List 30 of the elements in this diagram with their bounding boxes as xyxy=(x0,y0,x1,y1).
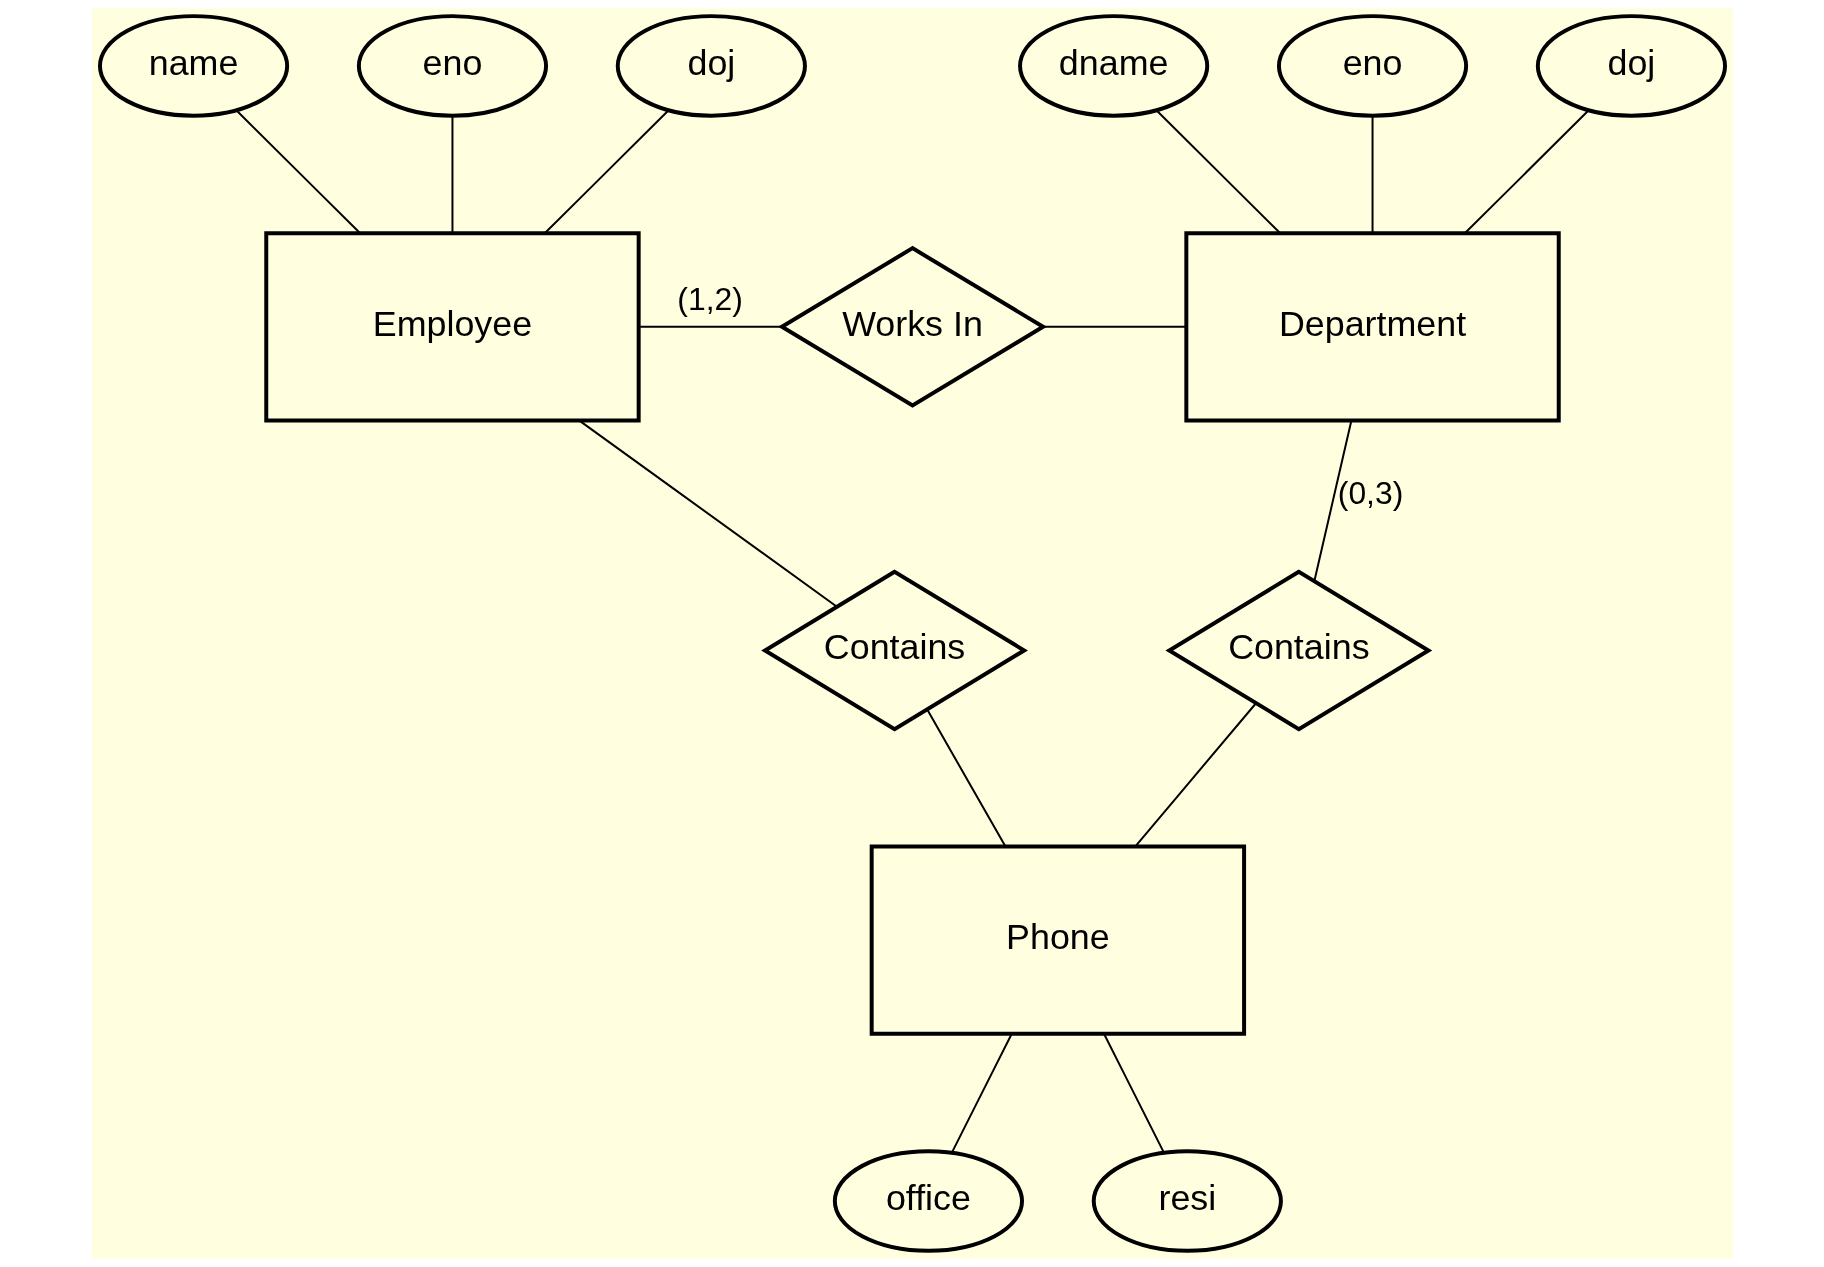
node-ellipse: office xyxy=(832,1149,1024,1253)
connector xyxy=(450,115,453,235)
node-ellipse: eno xyxy=(1276,14,1468,118)
connector xyxy=(1102,1033,1165,1154)
node-ellipse: doj xyxy=(1535,14,1727,118)
connector xyxy=(1154,109,1281,234)
connector xyxy=(1463,109,1590,234)
connector xyxy=(925,708,1006,848)
connector xyxy=(1371,115,1374,235)
node-box: Phone xyxy=(869,844,1246,1036)
node-ellipse: resi xyxy=(1091,1149,1283,1253)
node-ellipse: dname xyxy=(1017,14,1209,118)
connector xyxy=(950,1033,1012,1154)
node-ellipse: eno xyxy=(356,14,548,118)
edge-label: (1,2) xyxy=(676,281,743,318)
connector xyxy=(578,419,838,608)
edge-label: (0,3) xyxy=(1337,474,1403,511)
node-ellipse: name xyxy=(97,14,289,118)
node-diamond: Works In xyxy=(777,245,1047,408)
connector xyxy=(1133,702,1257,848)
connector xyxy=(1312,420,1352,583)
node-ellipse: doj xyxy=(615,14,807,118)
connector xyxy=(637,325,782,328)
node-box: Employee xyxy=(263,231,641,423)
connector xyxy=(234,109,361,234)
connector xyxy=(543,109,670,234)
node-box: Department xyxy=(1183,231,1561,423)
connector xyxy=(1042,325,1187,328)
node-diamond: Contains xyxy=(760,569,1028,732)
node-diamond: Contains xyxy=(1164,569,1432,732)
